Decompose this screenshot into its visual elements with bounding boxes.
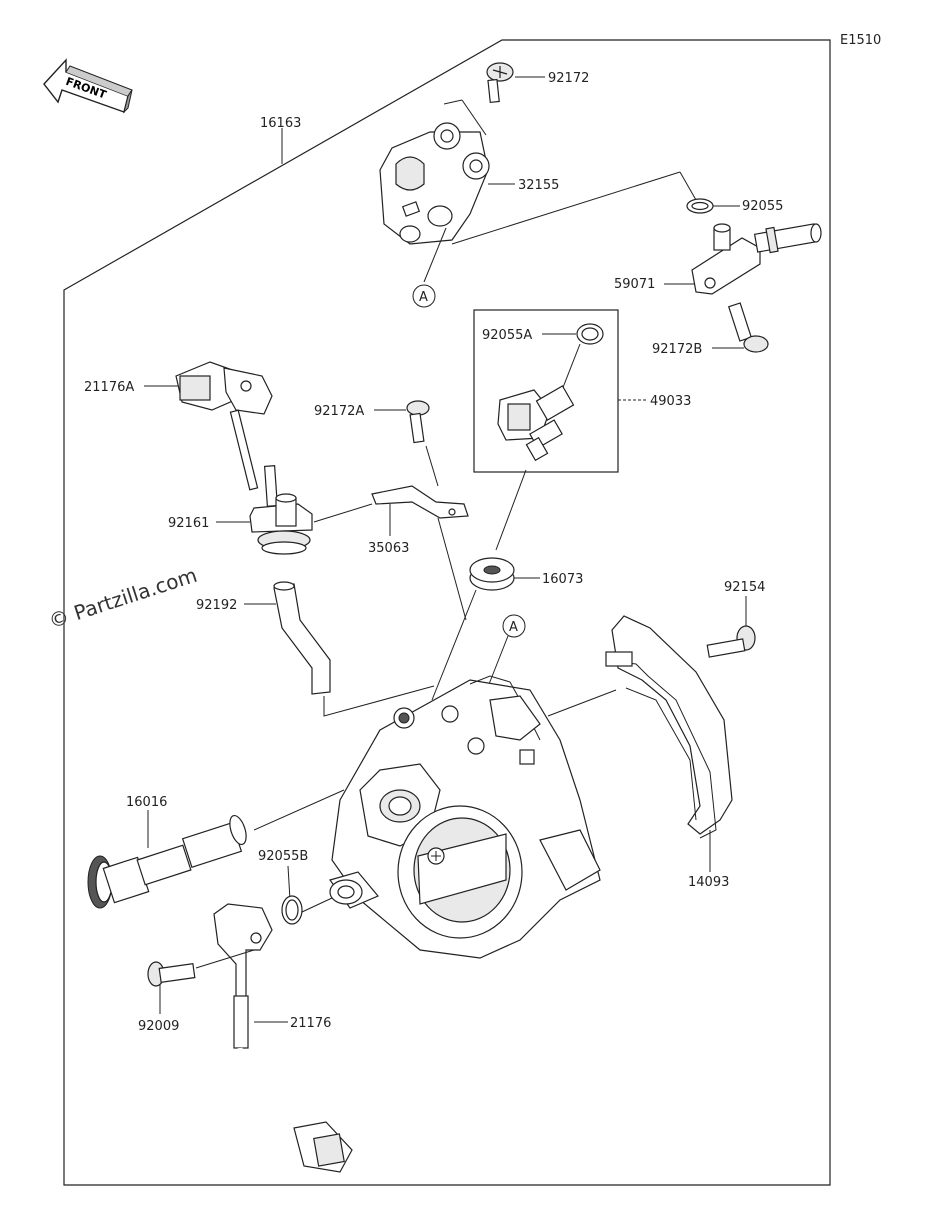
callout-a-middle [502,614,526,638]
bolt-92009 [147,961,196,987]
label-92154: 92154 [724,580,765,595]
label-21176: 21176 [290,1016,331,1031]
label-21176a: 21176A [84,380,134,395]
sensor-32155 [379,122,490,245]
assembly-frame [63,39,831,1186]
label-92161: 92161 [168,516,209,531]
label-32155: 32155 [518,178,559,193]
label-92055a: 92055A [482,328,532,343]
label-92009: 92009 [138,1019,179,1034]
hose-92192 [273,581,331,695]
bolt-92154 [706,625,756,658]
grommet-16073 [469,557,515,591]
throttle-sensor-16016 [87,814,247,909]
injector-box-49033 [473,309,619,473]
label-16016: 16016 [126,795,167,810]
bracket-35063 [371,485,469,519]
watermark: © Partzilla.com [46,563,200,634]
label-16073: 16073 [542,572,583,587]
label-35063: 35063 [368,541,409,556]
label-92172b: 92172B [652,342,702,357]
screw-92172b [727,302,769,353]
svg-text:A: A [419,290,428,305]
label-92172a: 92172A [314,404,364,419]
sensor-92161 [249,493,313,555]
label-14093: 14093 [688,875,729,890]
label-92192: 92192 [196,598,237,613]
label-92055: 92055 [742,199,783,214]
svg-text:A: A [509,620,518,635]
screw-92172 [486,62,514,104]
sensor-59071 [691,223,822,295]
label-92055b: 92055B [258,849,308,864]
callout-a-top [412,284,436,308]
screw-92172a [406,400,430,444]
label-16163: 16163 [260,116,301,131]
sensor-21176 [213,903,353,1173]
front-arrow-icon: FRONT [43,58,133,114]
label-49033: 49033 [650,394,691,409]
label-92172: 92172 [548,71,589,86]
diagram-code: E1510 [840,33,881,48]
throttle-body [329,675,601,959]
injector-49033 [497,385,575,462]
cover-14093 [605,615,733,839]
label-59071: 59071 [614,277,655,292]
sensor-21176a [175,361,279,507]
